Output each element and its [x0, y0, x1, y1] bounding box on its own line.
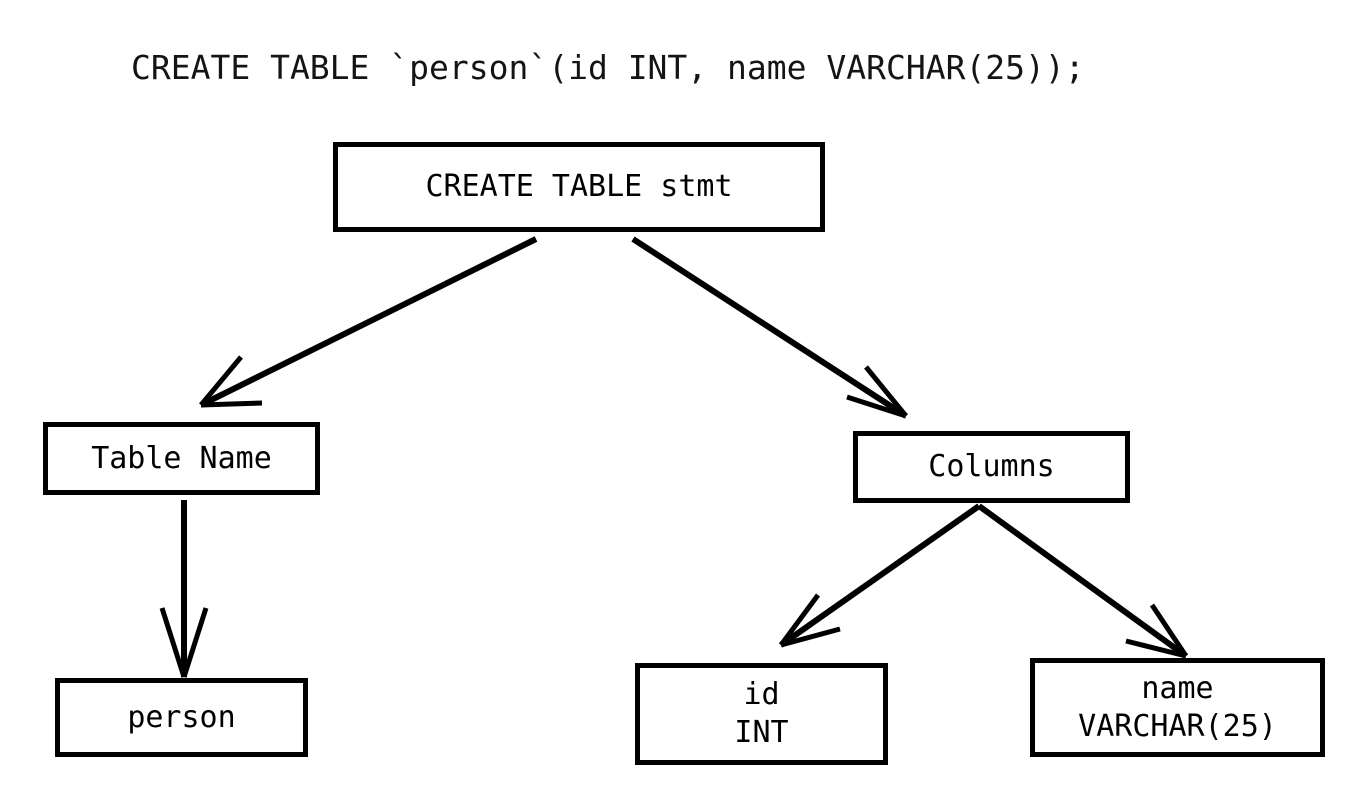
- node-column-id-name: id: [743, 677, 780, 712]
- sql-statement-caption: CREATE TABLE `person`(id INT, name VARCH…: [131, 48, 1085, 87]
- node-table-name[interactable]: Table Name: [43, 422, 320, 495]
- edge-columns-to-column-id: [778, 503, 981, 648]
- node-table-name-label: Table Name: [91, 440, 272, 476]
- node-column-name-type: VARCHAR(25): [1078, 708, 1277, 744]
- node-table-name-value-label: person: [127, 699, 236, 735]
- node-column-name[interactable]: name VARCHAR(25): [1030, 658, 1325, 757]
- edge-table-name-to-person: [159, 500, 209, 678]
- node-create-table-stmt-label: CREATE TABLE stmt: [425, 169, 733, 204]
- node-column-name-name: name: [1141, 670, 1214, 706]
- node-column-id-type: INT: [734, 715, 789, 750]
- node-columns[interactable]: Columns: [853, 431, 1130, 503]
- node-create-table-stmt[interactable]: CREATE TABLE stmt: [333, 142, 825, 232]
- node-columns-label: Columns: [928, 449, 1055, 484]
- edge-root-to-table-name: [199, 236, 538, 408]
- node-table-name-value[interactable]: person: [55, 678, 308, 757]
- edge-columns-to-column-name: [977, 503, 1189, 659]
- edge-root-to-columns: [631, 236, 908, 419]
- node-column-id[interactable]: id INT: [635, 663, 888, 765]
